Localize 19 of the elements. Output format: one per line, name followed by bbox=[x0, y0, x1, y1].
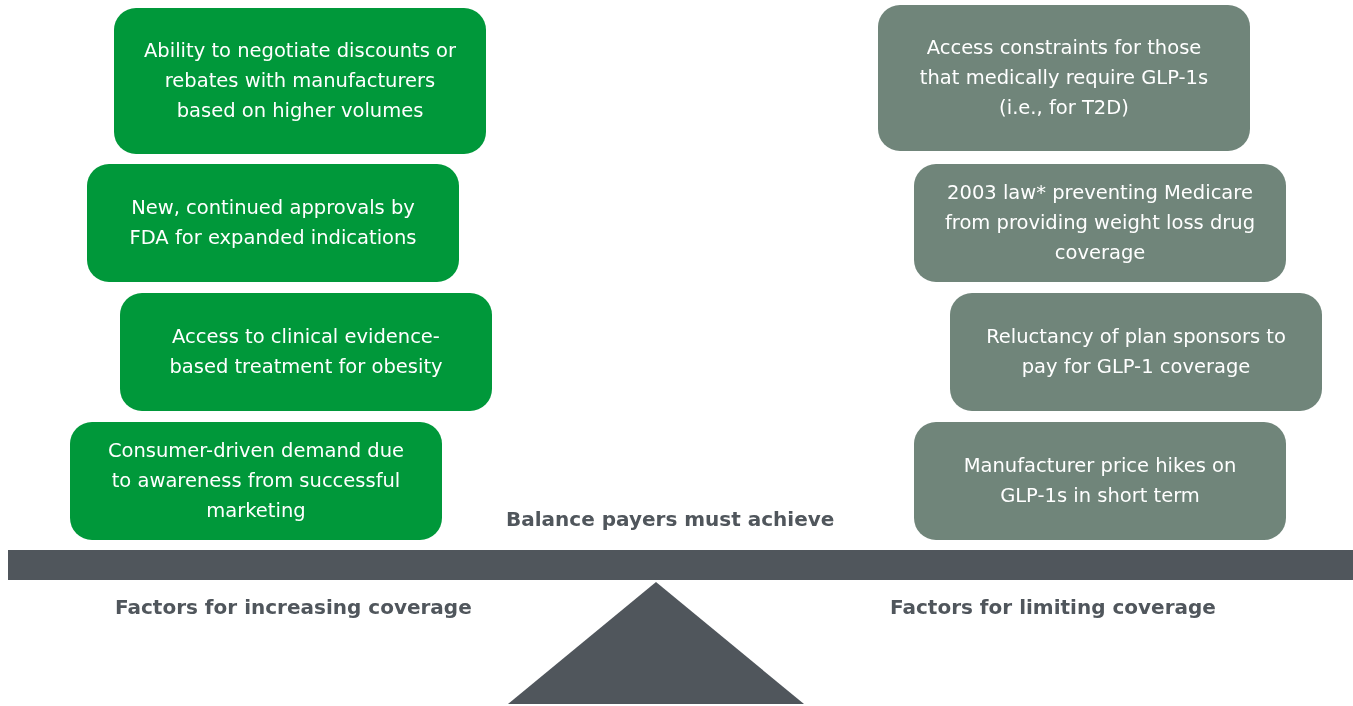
factor-text: 2003 law* preventing Medicare from providing weight loss drug coverage bbox=[944, 180, 1256, 266]
factor-box bbox=[914, 164, 1286, 282]
balance-caption: Balance payers must achieve bbox=[506, 507, 835, 531]
factor-box bbox=[114, 8, 486, 154]
factor-box bbox=[70, 422, 442, 540]
factor-text: Ability to negotiate discounts or rebates with manufacturers based on higher volumes bbox=[144, 38, 456, 124]
factor-text: Manufacturer price hikes on GLP-1s in short term bbox=[962, 453, 1238, 509]
factor-text: Consumer-driven demand due to awareness from successful marketing bbox=[106, 438, 406, 524]
factor-text: Reluctancy of plan sponsors to pay for GLP-1 coverage bbox=[985, 324, 1287, 380]
side-heading: Factors for increasing coverage bbox=[115, 595, 472, 619]
factor-box bbox=[87, 164, 459, 282]
side-heading: Factors for limiting coverage bbox=[890, 595, 1216, 619]
factor-box bbox=[914, 422, 1286, 540]
factor-text: Access constraints for those that medically require GLP-1s (i.e., for T2D) bbox=[918, 35, 1210, 121]
factor-box bbox=[878, 5, 1250, 151]
factor-text: Access to clinical evidence-based treatment for obesity bbox=[168, 324, 444, 380]
factor-box bbox=[120, 293, 492, 411]
factor-text: New, continued approvals by FDA for expanded indications bbox=[128, 195, 418, 251]
factor-box bbox=[950, 293, 1322, 411]
